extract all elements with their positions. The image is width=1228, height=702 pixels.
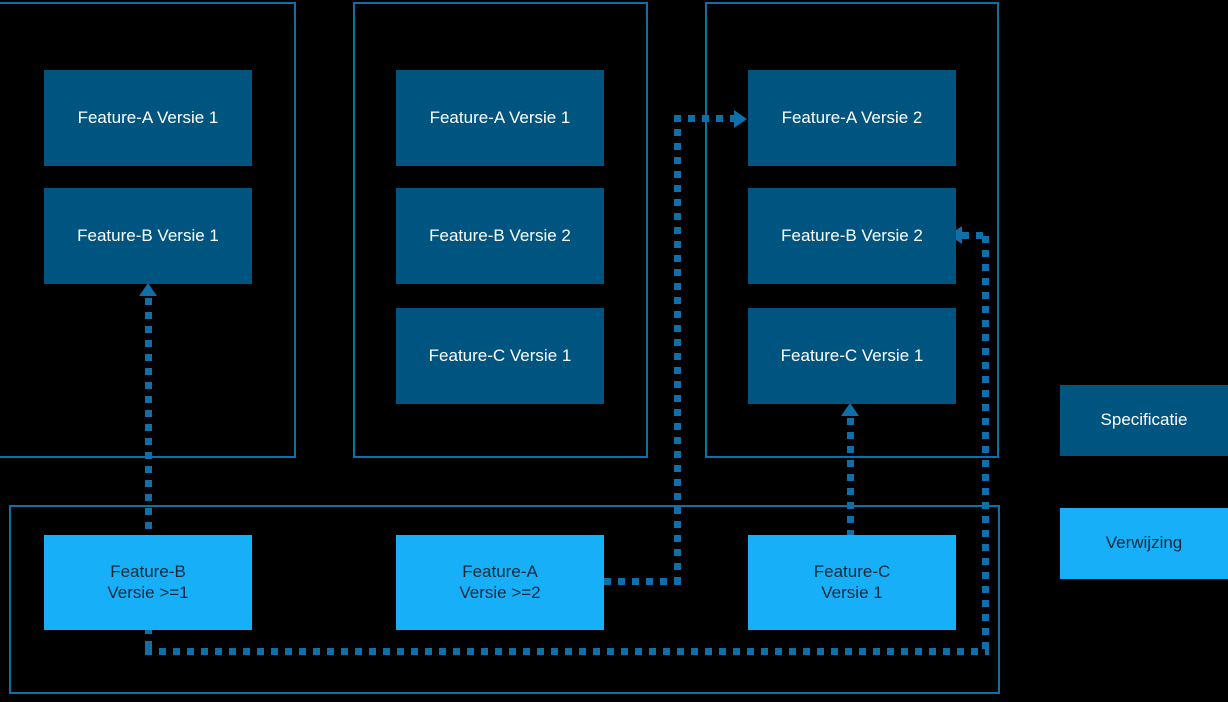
- node-bottom-feature-c-ref[interactable]: Feature-C Versie 1: [748, 535, 956, 630]
- node-left-feature-a-v1[interactable]: Feature-A Versie 1: [44, 70, 252, 166]
- group-bottom-container: [9, 505, 1000, 694]
- connector-featureb-ref-down-vline: [145, 627, 152, 655]
- node-label: Feature-B Versie 2: [781, 225, 923, 245]
- node-right-feature-a-v2[interactable]: Feature-A Versie 2: [748, 70, 956, 166]
- node-bottom-feature-a-ref[interactable]: Feature-A Versie >=2: [396, 535, 604, 630]
- node-label: Feature-A Versie >=2: [459, 562, 541, 602]
- connector-featurea-ref-into-spec-hline: [674, 115, 736, 122]
- connector-featureb-ref-up-vline: [982, 236, 989, 650]
- node-label: Feature-C Versie 1: [780, 345, 924, 365]
- connector-featurea-ref-to-spec-arrowhead: [734, 110, 747, 128]
- connector-featureb-ref-to-left-spec-vline: [145, 298, 152, 536]
- node-left-feature-b-v1[interactable]: Feature-B Versie 1: [44, 188, 252, 284]
- node-label: Feature-C Versie 1: [813, 562, 891, 602]
- node-label: Feature-A Versie 1: [429, 107, 571, 127]
- node-label: Feature-B Versie 2: [429, 225, 571, 245]
- node-right-feature-b-v2[interactable]: Feature-B Versie 2: [748, 188, 956, 284]
- node-label: Feature-A Versie 2: [781, 107, 923, 127]
- node-label: Feature-A Versie 1: [77, 107, 219, 127]
- legend-verwijzing: Verwijzing: [1060, 508, 1228, 579]
- connector-featurea-ref-right-hline: [604, 578, 684, 585]
- node-label: Feature-B Versie 1: [77, 225, 219, 245]
- connector-featurec-ref-to-spec-vline: [847, 418, 854, 540]
- node-right-feature-c-v1[interactable]: Feature-C Versie 1: [748, 308, 956, 404]
- node-label: Feature-B Versie >=1: [107, 562, 189, 602]
- connector-featureb-ref-right-hline: [145, 648, 989, 655]
- node-middle-feature-a-v1[interactable]: Feature-A Versie 1: [396, 70, 604, 166]
- legend-label: Specificatie: [1100, 410, 1188, 430]
- connector-featureb-ref-to-left-spec-arrowhead: [139, 283, 157, 296]
- node-middle-feature-c-v1[interactable]: Feature-C Versie 1: [396, 308, 604, 404]
- legend-label: Verwijzing: [1105, 533, 1183, 553]
- group-middle-container: [353, 2, 648, 458]
- node-bottom-feature-b-ref[interactable]: Feature-B Versie >=1: [44, 535, 252, 630]
- connector-featurec-ref-to-spec-arrowhead: [841, 403, 859, 416]
- legend-specificatie: Specificatie: [1060, 385, 1228, 456]
- node-label: Feature-C Versie 1: [428, 345, 572, 365]
- connector-featurea-ref-up-vline: [674, 115, 681, 581]
- connector-featureb-ref-into-spec-hline: [962, 232, 988, 239]
- node-middle-feature-b-v2[interactable]: Feature-B Versie 2: [396, 188, 604, 284]
